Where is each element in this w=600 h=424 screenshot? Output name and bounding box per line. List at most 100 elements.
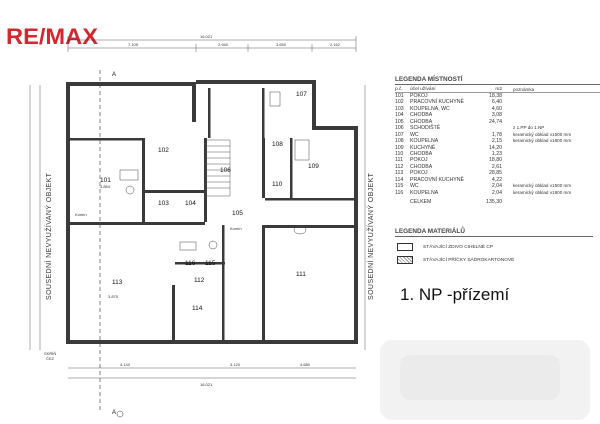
room-111: 111 [296,271,306,278]
drywall-swatch [397,256,413,264]
legend-num: 110 [395,150,404,157]
legend-name: POKOJ [410,170,428,177]
legend-name: PRACOVNÍ KUCHYNĚ [410,176,464,183]
legend-area: 14,20 [489,144,502,151]
remax-logo: RE/MAX [6,24,98,48]
legend-name: KOUPELNA, WC [410,105,450,112]
material-drywall: STÁVAJÍCÍ PŘÍČKY SÁDROKARTONOVÉ [397,256,514,264]
legend-row: 105 CHODBA 24,74 [395,119,600,125]
legend-name: CHODBA [410,118,433,125]
room-103: 103 [158,200,169,207]
legend-name: POKOJ [410,157,428,164]
legend-area: 2,04 [491,189,502,196]
legend-num: 103 [395,105,404,112]
room-104: 104 [185,200,196,207]
side-label-right: SOUSEDNÍ NEVYUŽÍVANÝ OBJEKT [368,172,375,300]
legend-area: 1,23 [491,150,502,157]
legend-area: 18,38 [489,93,502,99]
legend-name: SCHODIŠTĚ [410,125,441,132]
legend-num: 106 [395,125,404,132]
legend-num: 115 [395,183,404,190]
legend-note: z 1.PP do 1.NP [513,125,545,131]
legend-area: 2,04 [491,183,502,190]
legend-row: 103 KOUPELNA, WC 4,60 [395,106,600,112]
legend-num: 108 [395,138,404,145]
legend-num: 111 [395,157,403,164]
legend-row: 111 POKOJ 18,80 [395,157,600,163]
legend-num: 113 [395,170,404,177]
material-brick: STÁVAJÍCÍ ZDIVO CIHELNÉ CP [397,243,493,251]
legend-area: 4,60 [491,105,502,112]
svg-text:Komín: Komín [75,212,87,217]
room-101: 101 [100,177,111,184]
legend-num: 112 [395,163,404,170]
svg-text:3.864: 3.864 [100,184,111,189]
room-105: 105 [232,210,243,217]
legend-area: 18,80 [489,157,502,164]
room-116: 116 [185,260,196,267]
svg-text:RE/MAX: RE/MAX [6,24,98,48]
legend-title: LEGENDA MÍSTNOSTÍ [395,76,600,85]
brick-swatch [397,243,413,251]
room-110: 110 [272,181,283,188]
legend-note: keramický obklad v1800 mm [513,189,572,195]
legend-row: 112 CHODBA 2,61 [395,164,600,170]
legend-name: WC [410,183,419,190]
room-legend: LEGENDA MÍSTNOSTÍ p.č. účel užívání m2 p… [395,76,600,205]
legend-num: 116 [395,189,404,196]
svg-text:2.940: 2.940 [218,42,229,47]
svg-text:16.021: 16.021 [200,34,213,39]
svg-text:3.120: 3.120 [230,362,241,367]
svg-text:7.105: 7.105 [128,42,139,47]
svg-text:A: A [112,410,116,416]
legend-name: CHODBA [410,163,433,170]
legend-name: WC [410,131,419,138]
legend-name: CHODBA [410,112,433,119]
legend-num: 105 [395,118,404,125]
legend-header: p.č. účel užívání m2 poznámka [395,87,600,93]
watermark [380,340,590,420]
legend-name: KUCHYNĚ [410,144,436,151]
legend-total: CELKEM 135,30 [410,199,502,205]
floor-plan: 101 102 103 104 105 106 107 108 109 110 … [29,34,366,418]
legend-note: keramický obklad v1500 mm [513,131,572,137]
legend-area: 1,78 [491,131,502,138]
legend-area: 28,85 [489,170,502,177]
room-108: 108 [272,141,283,148]
legend-area: 6,40 [491,99,502,106]
legend-row: 106 SCHODIŠTĚ z 1.PP do 1.NP [395,125,600,131]
svg-text:2.162: 2.162 [330,42,341,47]
side-label-left: SOUSEDNÍ NEVYUŽÍVANÝ OBJEKT [46,172,53,300]
materials-title: LEGENDA MATERIÁLŮ [395,228,593,237]
svg-text:A: A [112,72,116,78]
svg-text:4.140: 4.140 [120,362,131,367]
legend-num: 109 [395,144,404,151]
legend-num: 107 [395,131,404,138]
legend-num: 101 [395,93,404,99]
legend-name: PRACOVNÍ KUCHYNĚ [410,99,464,106]
room-102: 102 [158,147,169,154]
room-109: 109 [308,163,319,170]
legend-name: CHODBA [410,150,433,157]
legend-num: 104 [395,112,404,119]
legend-area: 24,74 [489,118,502,125]
svg-text:3.875: 3.875 [108,294,119,299]
svg-text:3.650: 3.650 [276,42,287,47]
legend-area: 4,22 [491,176,502,183]
floor-title: 1. NP -přízemí [400,285,510,304]
legend-note: keramický obklad v1800 mm [513,138,572,144]
svg-text:16.021: 16.021 [200,382,213,387]
legend-row: 113 POKOJ 28,85 [395,170,600,176]
svg-text:SKŘÍŇ: SKŘÍŇ [44,351,56,356]
room-114: 114 [192,305,203,312]
legend-row: 110 CHODBA 1,23 [395,151,600,157]
room-107: 107 [296,91,307,98]
legend-area: 2,61 [491,163,502,170]
